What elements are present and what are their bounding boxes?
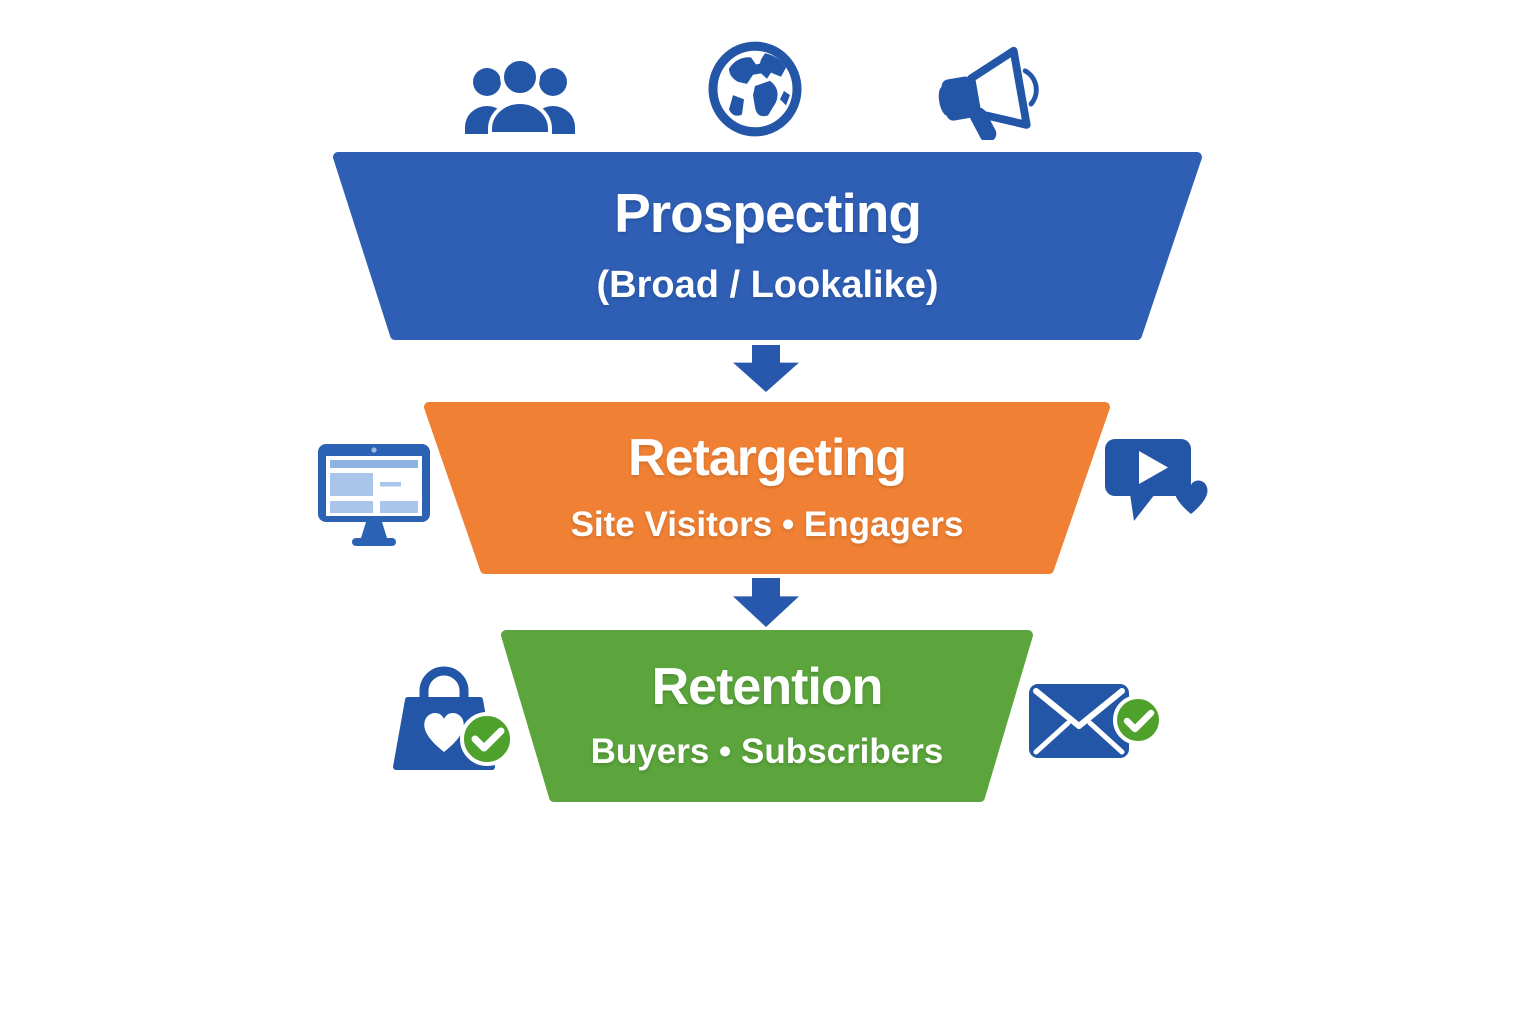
stage-subtitle: Site Visitors • Engagers — [570, 505, 964, 545]
video-chat-heart-icon — [1103, 436, 1215, 526]
down-arrow-icon — [731, 578, 801, 627]
globe-icon — [705, 38, 805, 140]
down-arrow-icon — [731, 345, 801, 392]
funnel-stage-retargeting: Retargeting Site Visitors • Engagers — [424, 402, 1110, 574]
stage-title: Retention — [651, 658, 884, 717]
megaphone-icon — [933, 46, 1043, 140]
audience-people-icon — [458, 58, 582, 134]
email-check-icon — [1028, 680, 1166, 764]
website-monitor-icon — [316, 442, 432, 546]
stage-subtitle: Buyers • Subscribers — [590, 732, 944, 772]
stage-title: Prospecting — [614, 182, 922, 245]
funnel-stage-prospecting: Prospecting (Broad / Lookalike) — [333, 152, 1202, 340]
funnel-stage-retention: Retention Buyers • Subscribers — [501, 630, 1033, 802]
stage-subtitle: (Broad / Lookalike) — [596, 263, 939, 306]
stage-title: Retargeting — [628, 429, 907, 488]
shopping-bag-check-icon — [390, 662, 514, 774]
